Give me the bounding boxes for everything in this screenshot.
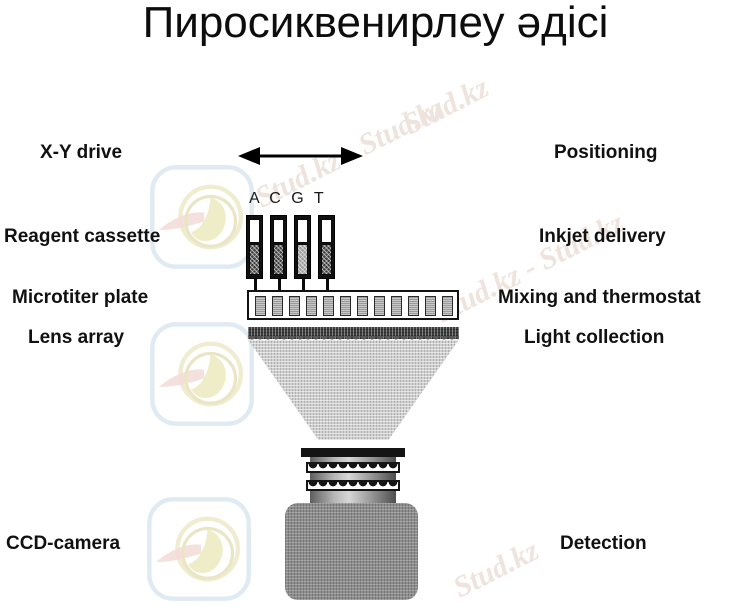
- microtiter-well: [425, 296, 436, 316]
- label-x-y-drive: X-Y drive: [40, 142, 123, 163]
- cartridge-upper-chamber: [273, 219, 284, 243]
- camera-lens-top-plate: [301, 448, 405, 457]
- label-microtiter-plate: Microtiter plate: [12, 287, 149, 308]
- microtiter-plate: [247, 290, 459, 320]
- cartridge-t: [318, 215, 335, 302]
- microtiter-well: [272, 296, 283, 316]
- label-reagent-cassette: Reagent cassette: [4, 226, 161, 247]
- label-detection: Detection: [560, 533, 647, 554]
- label-ccd-camera: CCD-camera: [6, 533, 121, 554]
- label-inkjet-delivery: Inkjet delivery: [539, 226, 666, 247]
- cartridge-upper-chamber: [321, 219, 332, 243]
- light-collection-cone: [248, 340, 459, 440]
- camera-lens-ring: [306, 480, 400, 491]
- reagent-cassette-cartridges: [246, 215, 336, 302]
- label-light-collection: Light collection: [524, 327, 665, 348]
- microtiter-well: [357, 296, 368, 316]
- ccd-camera-body: [285, 503, 418, 600]
- label-positioning: Positioning: [554, 142, 658, 163]
- camera-lens-assembly: [301, 448, 405, 503]
- page-title: Пиросиквенирлеу әдісі: [142, 0, 609, 47]
- cartridge-lower-chamber: [321, 244, 332, 275]
- lens-array-scallop: [248, 336, 459, 343]
- microtiter-well: [323, 296, 334, 316]
- microtiter-well: [340, 296, 351, 316]
- microtiter-well: [289, 296, 300, 316]
- microtiter-well: [442, 296, 453, 316]
- microtiter-well: [408, 296, 419, 316]
- label-lens-array: Lens array: [28, 327, 125, 348]
- nucleotide-labels: A C G T: [249, 190, 327, 207]
- cartridge-lower-chamber: [297, 244, 308, 275]
- x-y-drive-arrow-icon: [238, 142, 363, 170]
- cartridge-lower-chamber: [273, 244, 284, 275]
- cartridge-upper-chamber: [249, 219, 260, 243]
- camera-lens-ring-texture: [308, 464, 398, 471]
- cartridge-c: [270, 215, 287, 302]
- label-mixing-and-thermostat: Mixing and thermostat: [498, 287, 701, 308]
- cartridge-a: [246, 215, 263, 302]
- cartridge-lower-chamber: [249, 244, 260, 275]
- microtiter-well: [306, 296, 317, 316]
- microtiter-well: [255, 296, 266, 316]
- microtiter-well: [374, 296, 385, 316]
- camera-lens-ring: [306, 462, 400, 473]
- cartridge-g: [294, 215, 311, 302]
- camera-lens-ring-texture: [308, 482, 398, 489]
- cartridge-upper-chamber: [297, 219, 308, 243]
- microtiter-well: [391, 296, 402, 316]
